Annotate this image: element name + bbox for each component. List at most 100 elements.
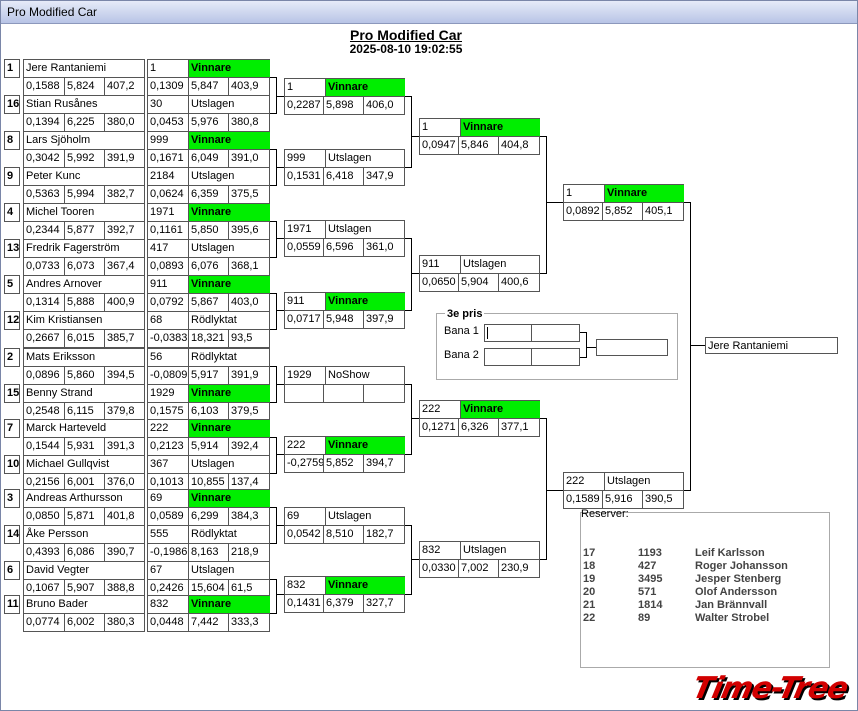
entry-divider xyxy=(24,402,145,403)
r2-result-car: 832 xyxy=(287,579,306,591)
r2-result-et: 6,379 xyxy=(323,595,363,613)
bracket-line xyxy=(270,543,276,544)
seed-number: 11 xyxy=(4,595,20,614)
r2-result-result: NoShow xyxy=(325,367,405,385)
bracket-line xyxy=(276,238,284,239)
car-number: 67 xyxy=(150,564,163,576)
result-label: Vinnare xyxy=(188,204,270,222)
bracket-line xyxy=(405,384,411,385)
entry-divider xyxy=(24,293,145,294)
speed: 391,3 xyxy=(104,438,145,456)
r1-rt: 0,0624 xyxy=(150,188,184,200)
r2-result-divider xyxy=(285,310,405,311)
winner-box[interactable]: Jere Rantaniemi xyxy=(705,337,838,354)
car-number: 2184 xyxy=(150,170,175,182)
third-lane1-box[interactable] xyxy=(484,324,580,342)
driver-name: Kim Kristiansen xyxy=(26,314,103,326)
r1-speed: 391,0 xyxy=(228,150,270,168)
bracket-line xyxy=(270,77,276,78)
bracket-line xyxy=(540,273,546,274)
r1-rt: 0,2123 xyxy=(150,440,184,452)
reserve-name: Walter Strobel xyxy=(695,612,770,624)
reaction-time: 0,3042 xyxy=(26,152,60,164)
speed: 400,9 xyxy=(104,294,145,312)
elapsed-time: 5,992 xyxy=(64,150,104,168)
reserve-car: 1193 xyxy=(638,547,662,559)
entry-divider xyxy=(24,113,145,114)
r3-result-result: Utslagen xyxy=(460,256,540,274)
result-divider xyxy=(148,613,270,614)
result-divider xyxy=(148,543,270,544)
car-number: 30 xyxy=(150,98,163,110)
r1-speed: 93,5 xyxy=(228,330,270,348)
bracket-line xyxy=(546,418,547,560)
r2-result-speed: 327,7 xyxy=(363,595,405,613)
r2-result-result: Vinnare xyxy=(325,577,405,595)
result-divider xyxy=(148,257,270,258)
third-winner-box[interactable] xyxy=(596,339,668,356)
r2-result-rt: 0,2287 xyxy=(287,99,321,111)
bracket-line xyxy=(270,366,276,367)
third-lane2-box[interactable] xyxy=(484,348,580,366)
r1-et: 7,442 xyxy=(188,614,228,632)
r3-result-car: 832 xyxy=(422,544,441,556)
r3-result-et: 6,326 xyxy=(458,419,498,437)
reaction-time: 0,0896 xyxy=(26,369,60,381)
r2-result-et xyxy=(323,385,363,403)
r1-rt: 0,1013 xyxy=(150,476,184,488)
reaction-time: 0,2667 xyxy=(26,332,60,344)
seed-number: 10 xyxy=(4,455,20,474)
r2-result-car: 222 xyxy=(287,439,306,451)
title-bar[interactable]: Pro Modified Car xyxy=(1,1,857,24)
result-divider xyxy=(148,437,270,438)
seed-number: 16 xyxy=(4,95,20,114)
r2-result-divider xyxy=(285,96,405,97)
